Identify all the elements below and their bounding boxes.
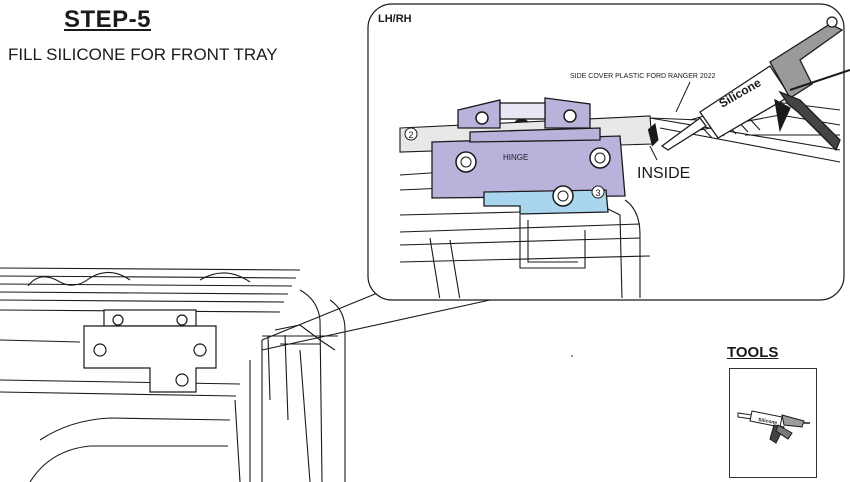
- hinge-label: HINGE: [503, 153, 528, 162]
- step-title: STEP-5: [64, 6, 152, 33]
- detail-drawing: 2 3 HINGE INSIDE SIDE COVER PLASTIC FORD…: [378, 13, 841, 298]
- silicone-gun-icon: [660, 16, 850, 152]
- tools-box: Silicone: [729, 368, 817, 478]
- side-cover-callout: SIDE COVER PLASTIC FORD RANGER 2022: [570, 73, 716, 80]
- callout-leader: [261, 291, 491, 351]
- part-number-2: 2: [408, 130, 413, 140]
- part-number-3: 3: [595, 188, 600, 198]
- inside-label: INSIDE: [637, 165, 690, 182]
- tool-gun-label: Silicone: [758, 417, 778, 426]
- side-label: LH/RH: [378, 13, 412, 25]
- overview-hinge: [83, 309, 217, 393]
- step-instruction: FILL SILICONE FOR FRONT TRAY: [8, 45, 278, 64]
- tools-label: TOOLS: [727, 344, 779, 361]
- silicone-gun-tool-icon: Silicone: [737, 410, 810, 444]
